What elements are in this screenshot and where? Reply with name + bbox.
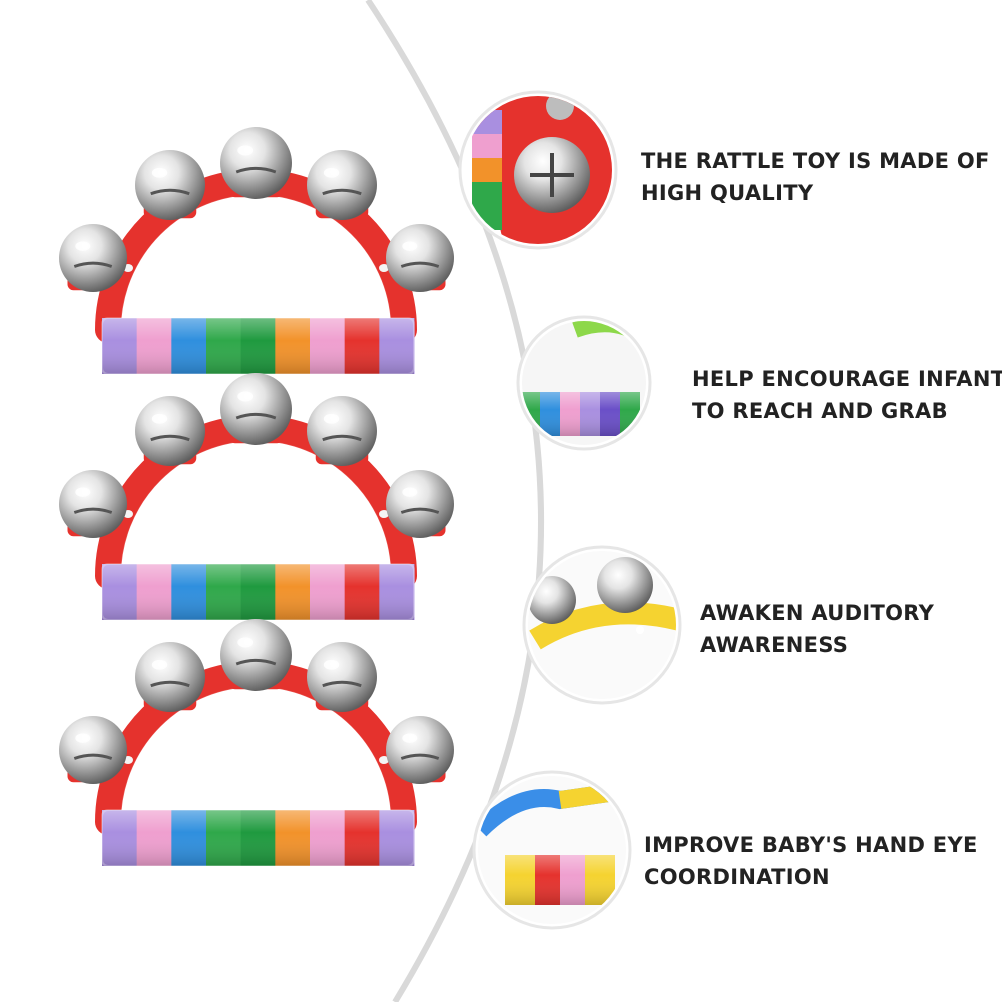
bells-yellow-closeup-icon — [522, 545, 682, 705]
bell-icon — [59, 470, 127, 538]
handle-blue-closeup-icon — [472, 770, 632, 930]
bell-icon — [59, 716, 127, 784]
feature-line: COORDINATION — [644, 865, 830, 889]
rattle-group — [59, 127, 454, 867]
feature-text-1: THE RATTLE TOY IS MADE OF HIGH QUALITY — [641, 145, 990, 209]
rivet-hole — [379, 264, 389, 272]
bell-icon — [135, 396, 205, 466]
bell-icon — [220, 619, 292, 691]
feature-line: THE RATTLE TOY IS MADE OF — [641, 149, 990, 173]
feature-line: HIGH QUALITY — [641, 181, 814, 205]
bell-icon — [59, 224, 127, 292]
bell-closeup-icon — [458, 90, 618, 250]
bell-icon — [386, 716, 454, 784]
bell-icon — [220, 373, 292, 445]
rattle-middle — [59, 373, 454, 621]
bell-icon — [307, 396, 377, 466]
connector-arc — [365, 0, 544, 1002]
feature-text-4: IMPROVE BABY'S HAND EYE COORDINATION — [644, 829, 978, 893]
rivet-hole — [379, 756, 389, 764]
bell-icon — [307, 642, 377, 712]
feature-line: IMPROVE BABY'S HAND EYE — [644, 833, 978, 857]
bell-icon — [386, 470, 454, 538]
bell-icon — [135, 642, 205, 712]
rainbow-handle — [101, 563, 415, 621]
feature-line: AWARENESS — [700, 633, 849, 657]
feature-line: AWAKEN AUDITORY — [700, 601, 935, 625]
feature-text-2: HELP ENCOURAGE INFANT TO REACH AND GRAB — [692, 363, 1002, 427]
rivet-hole — [379, 510, 389, 518]
rattle-bottom — [59, 619, 454, 867]
bell-icon — [220, 127, 292, 199]
feature-text-3: AWAKEN AUDITORY AWARENESS — [700, 597, 934, 661]
bell-icon — [135, 150, 205, 220]
bell-icon — [307, 150, 377, 220]
feature-line: TO REACH AND GRAB — [692, 399, 948, 423]
rainbow-handle — [101, 317, 415, 375]
bell-icon — [386, 224, 454, 292]
rattle-top — [59, 127, 454, 375]
rainbow-handle — [101, 809, 415, 867]
feature-line: HELP ENCOURAGE INFANT — [692, 367, 1002, 391]
